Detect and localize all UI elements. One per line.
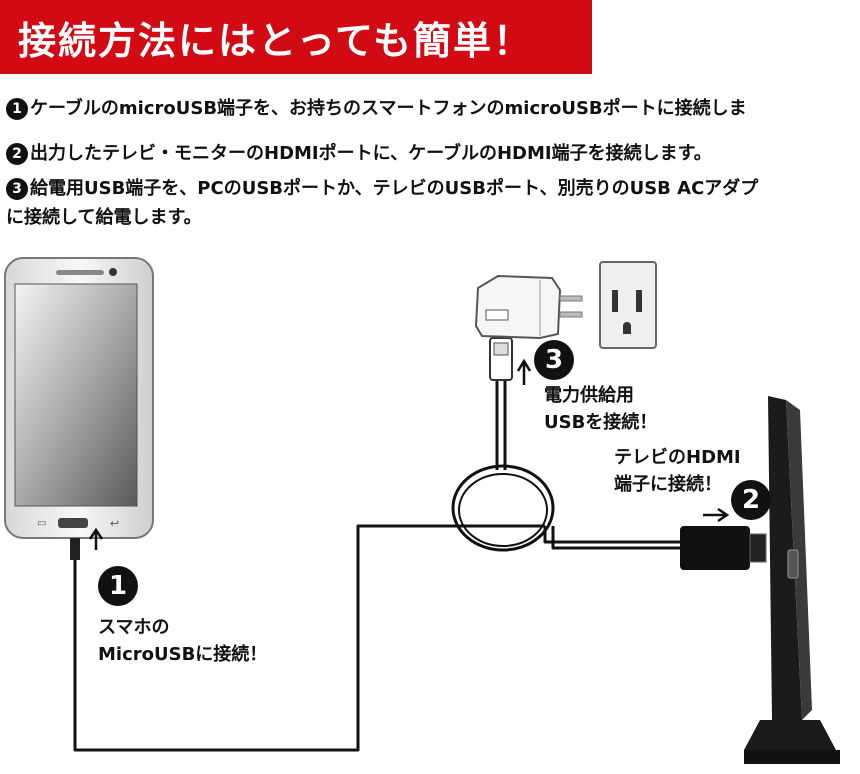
ac-adapter-icon	[474, 274, 583, 340]
tv-monitor-icon	[744, 396, 840, 764]
step-1-number-badge: 1	[6, 98, 28, 120]
callout-3-line1: 電力供給用	[544, 385, 634, 406]
arrow-right-icon	[703, 507, 730, 523]
step-2-number-badge: 2	[6, 143, 28, 165]
svg-text:▭: ▭	[37, 518, 46, 529]
step-1-marker: 1	[98, 566, 138, 606]
callout-2-line1: テレビのHDMI	[614, 447, 741, 468]
title-banner: 接続方法にはとっても簡単！	[0, 0, 592, 74]
svg-text:↩: ↩	[110, 517, 119, 530]
step-3-marker: 3	[534, 340, 574, 380]
callout-1-line2: MicroUSBに接続！	[98, 644, 268, 665]
step-2-marker: 2	[731, 480, 771, 520]
arrow-up-icon	[516, 358, 532, 385]
step-3-text-continued: に接続して給電します。	[6, 207, 202, 228]
arrow-up-icon	[88, 527, 104, 550]
callout-2-line2: 端子に接続！	[614, 474, 722, 495]
step-1-text: ケーブルのmicroUSB端子を、お持ちのスマートフォンのmicroUSBポート…	[30, 98, 747, 119]
usb-plug-icon	[489, 337, 513, 381]
connection-diagram: ▭ ↩	[4, 257, 840, 764]
callout-2-label: テレビのHDMI 端子に接続！	[614, 444, 741, 498]
step-2-text: 出力したテレビ・モニターのHDMIポートに、ケーブルのHDMI端子を接続します。	[30, 143, 712, 164]
wall-outlet-icon	[599, 261, 657, 349]
callout-1-label: スマホの MicroUSBに接続！	[98, 614, 267, 668]
callout-1-line1: スマホの	[98, 617, 170, 638]
step-3-text: 給電用USB端子を、PCのUSBポートか、テレビのUSBポート、別売りのUSB …	[30, 178, 759, 199]
callout-3-label: 電力供給用 USBを接続！	[544, 382, 657, 436]
cable-lines	[73, 380, 680, 752]
callout-3-line2: USBを接続！	[544, 412, 658, 433]
step-3-number-badge: 3	[6, 178, 28, 200]
hdmi-connector-icon	[680, 526, 767, 570]
smartphone-icon: ▭ ↩	[4, 257, 154, 560]
page-title: 接続方法にはとっても簡単！	[18, 19, 534, 63]
